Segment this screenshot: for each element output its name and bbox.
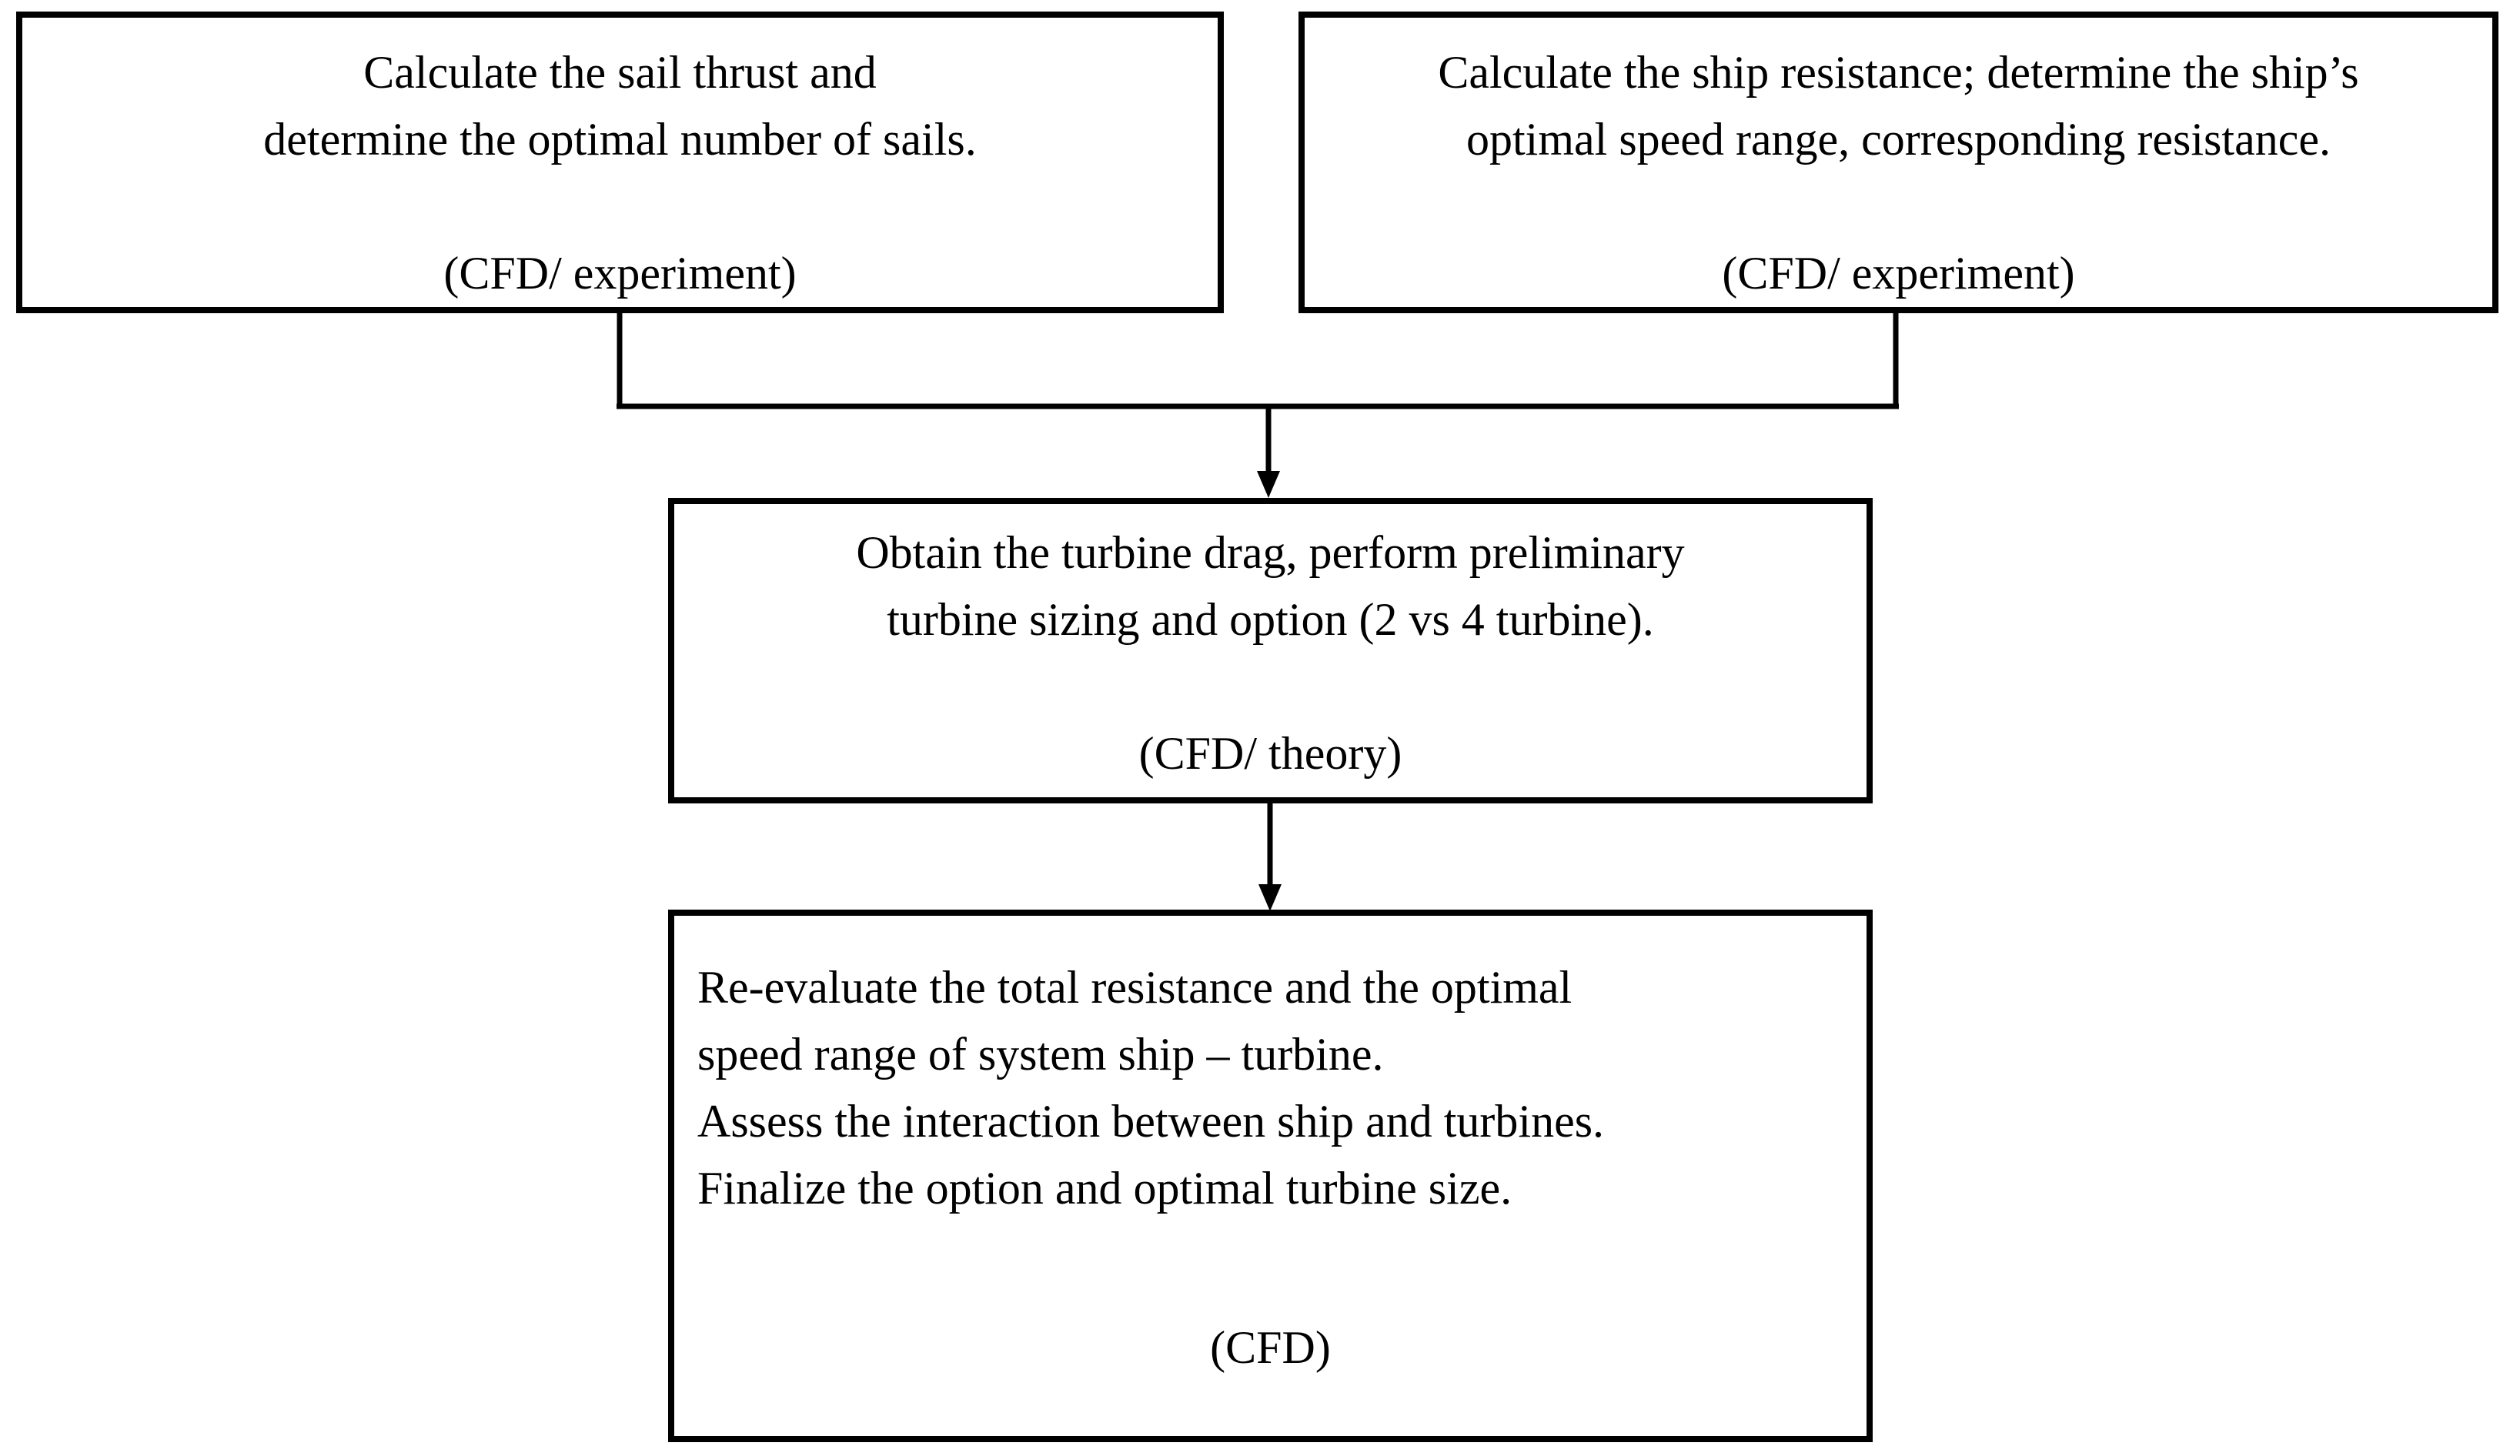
box-turbine-drag-line-2: turbine sizing and option (2 vs 4 turbin…: [887, 594, 1654, 645]
spacer: [22, 173, 1218, 240]
box-sail-thrust-line-2: determine the optimal number of sails.: [263, 114, 977, 165]
box-final-evaluation-line-3: Assess the interaction between ship and …: [697, 1096, 1605, 1147]
box-final-evaluation-line-1: Re-evaluate the total resistance and the…: [697, 962, 1572, 1013]
box-final-evaluation: Re-evaluate the total resistance and the…: [668, 910, 1873, 1442]
spacer: [674, 653, 1867, 720]
box-ship-resistance-line-2: optimal speed range, corresponding resis…: [1466, 114, 2331, 165]
arrow-to-final-head-icon: [1258, 884, 1282, 911]
box-sail-thrust-line-1: Calculate the sail thrust and: [363, 47, 877, 98]
spacer: [674, 1222, 1867, 1314]
box-ship-resistance: Calculate the ship resistance; determine…: [1298, 12, 2498, 313]
box-sail-thrust-method: (CFD/ experiment): [443, 248, 797, 299]
box-turbine-drag: Obtain the turbine drag, perform prelimi…: [668, 498, 1873, 803]
box-final-evaluation-line-2: speed range of system ship – turbine.: [697, 1029, 1384, 1080]
box-final-evaluation-method: (CFD): [1210, 1322, 1331, 1373]
spacer: [1305, 173, 2492, 240]
box-ship-resistance-line-1: Calculate the ship resistance; determine…: [1438, 47, 2359, 98]
box-ship-resistance-method: (CFD/ experiment): [1722, 248, 2075, 299]
box-turbine-drag-line-1: Obtain the turbine drag, perform prelimi…: [856, 527, 1685, 578]
arrow-to-turbine-head-icon: [1257, 471, 1280, 498]
box-final-evaluation-line-4: Finalize the option and optimal turbine …: [697, 1163, 1512, 1214]
box-turbine-drag-method: (CFD/ theory): [1138, 728, 1402, 779]
box-sail-thrust: Calculate the sail thrust and determine …: [16, 12, 1224, 313]
